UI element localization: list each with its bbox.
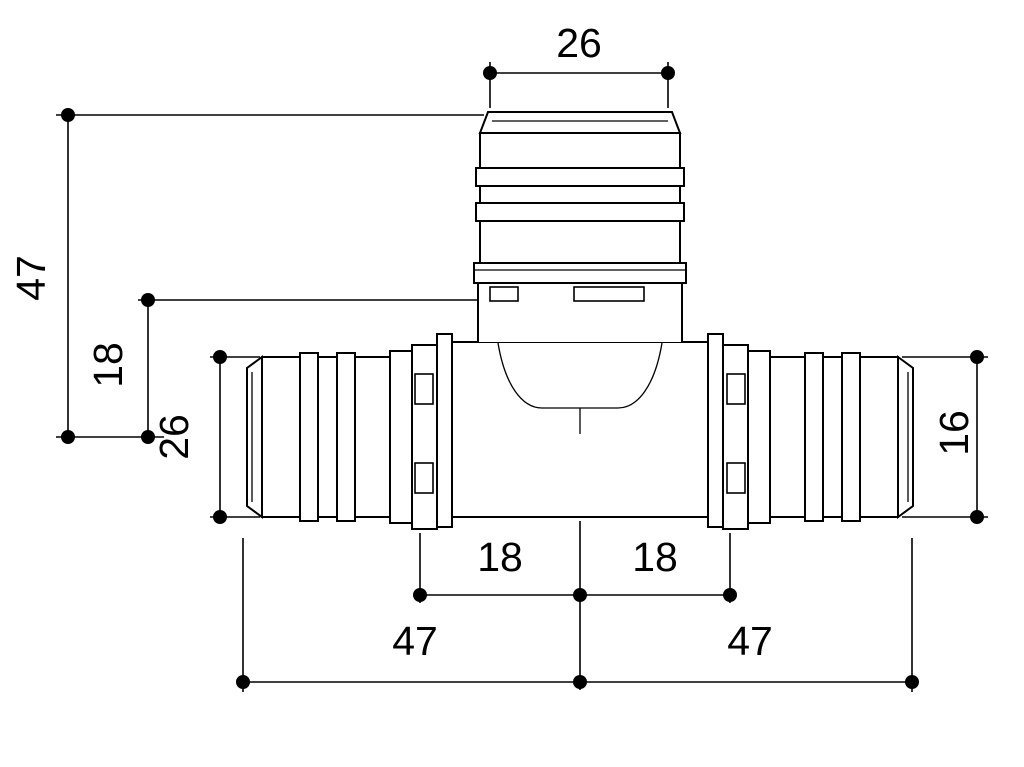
- dim-branch-insertion: 18: [85, 293, 478, 444]
- left-flange: [436, 333, 453, 528]
- dim-label-run-half-left: 47: [392, 618, 438, 664]
- dim-label-left-port: 26: [151, 414, 197, 460]
- dim-label-run-insertion-left: 18: [477, 534, 523, 580]
- dim-dot: [213, 350, 227, 364]
- right-end-taper: [897, 355, 914, 519]
- branch-rib-2: [475, 202, 685, 222]
- right-rib-2: [841, 352, 861, 522]
- dim-dot: [970, 510, 984, 524]
- dim-label-branch-insertion: 18: [85, 342, 131, 388]
- branch-collar: [473, 262, 687, 284]
- dim-dot: [905, 675, 919, 689]
- dim-dot: [236, 675, 250, 689]
- left-rib-2: [336, 352, 356, 522]
- dim-right-port: 16: [902, 350, 988, 524]
- right-flange: [707, 333, 724, 528]
- right-window-2: [726, 462, 746, 494]
- right-collar: [747, 350, 771, 524]
- dim-run-lengths: 47 47: [236, 538, 919, 692]
- dim-top-width: 26: [483, 20, 675, 108]
- branch-rib-1: [475, 167, 685, 187]
- right-window-1: [726, 373, 746, 405]
- left-end-taper: [246, 355, 263, 519]
- left-rib-1: [299, 352, 319, 522]
- dim-dot: [573, 675, 587, 689]
- dim-label-run-insertion-right: 18: [632, 534, 678, 580]
- right-sleeve: [767, 356, 899, 518]
- dim-dot: [213, 510, 227, 524]
- dim-dot: [661, 66, 675, 80]
- left-window-1: [414, 373, 434, 405]
- dim-label-run-half-right: 47: [727, 618, 773, 664]
- dim-label-branch-height: 47: [8, 255, 54, 301]
- branch-sleeve: [479, 132, 681, 264]
- left-window-2: [414, 462, 434, 494]
- dim-label-right-port: 16: [931, 410, 977, 456]
- left-housing: [411, 344, 438, 530]
- dim-dot: [483, 66, 497, 80]
- dim-dot: [141, 293, 155, 307]
- dim-label-top-width: 26: [556, 20, 602, 66]
- dim-dot: [970, 350, 984, 364]
- branch-top-taper: [478, 111, 682, 134]
- dim-dot: [61, 108, 75, 122]
- branch-window-2: [573, 286, 645, 302]
- right-rib-1: [804, 352, 824, 522]
- dim-run-insertions: 18 18: [413, 521, 737, 690]
- dim-branch-height: 47: [8, 108, 484, 444]
- tee-fitting: [246, 111, 914, 530]
- left-collar: [389, 350, 413, 524]
- left-sleeve: [261, 356, 393, 518]
- dim-dot: [141, 430, 155, 444]
- dim-dot: [61, 430, 75, 444]
- dim-left-port: 26: [151, 350, 260, 524]
- dim-dot: [723, 588, 737, 602]
- dim-dot: [413, 588, 427, 602]
- dim-dot: [573, 588, 587, 602]
- branch-window-1: [489, 286, 519, 302]
- right-housing: [722, 344, 749, 530]
